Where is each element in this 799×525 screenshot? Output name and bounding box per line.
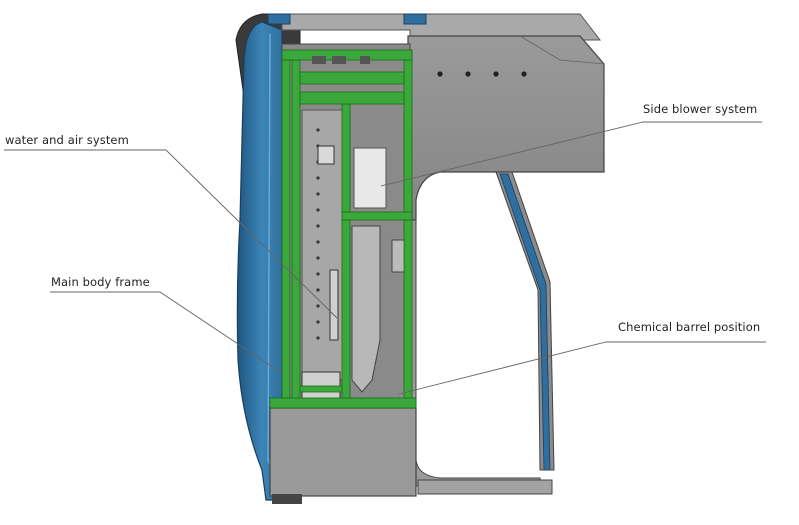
- leader-lines: [4, 121, 766, 395]
- label-chemical-barrel: Chemical barrel position: [618, 320, 761, 334]
- top-blue-clip-left: [267, 13, 291, 25]
- base-box: [269, 407, 417, 497]
- leader-water-air: [4, 149, 338, 319]
- leader-side-blower: [380, 121, 762, 187]
- right-arm: [495, 171, 555, 471]
- valve-block: [317, 145, 335, 165]
- base-foot: [272, 494, 302, 504]
- right-arm-blue: [499, 173, 551, 471]
- top-blue-clip-right: [403, 13, 427, 25]
- green-frame: [269, 49, 417, 409]
- label-main-frame: Main body frame: [51, 275, 150, 289]
- side-blower-box: [407, 35, 605, 221]
- label-water-air: water and air system: [5, 133, 129, 147]
- chemical-barrel: [351, 225, 381, 393]
- frame-fittings: [312, 56, 370, 64]
- label-side-blower: Side blower system: [643, 102, 758, 116]
- leader-main-frame: [50, 291, 284, 375]
- barrel-top: [353, 147, 387, 209]
- leader-chemical-barrel: [398, 341, 766, 395]
- right-arm-inner: [409, 219, 541, 487]
- right-foot: [417, 479, 553, 495]
- water-valve: [329, 269, 339, 341]
- blower-panel-line: [519, 35, 605, 65]
- blue-side-housing: [236, 21, 293, 501]
- blower-bolts: [437, 71, 527, 77]
